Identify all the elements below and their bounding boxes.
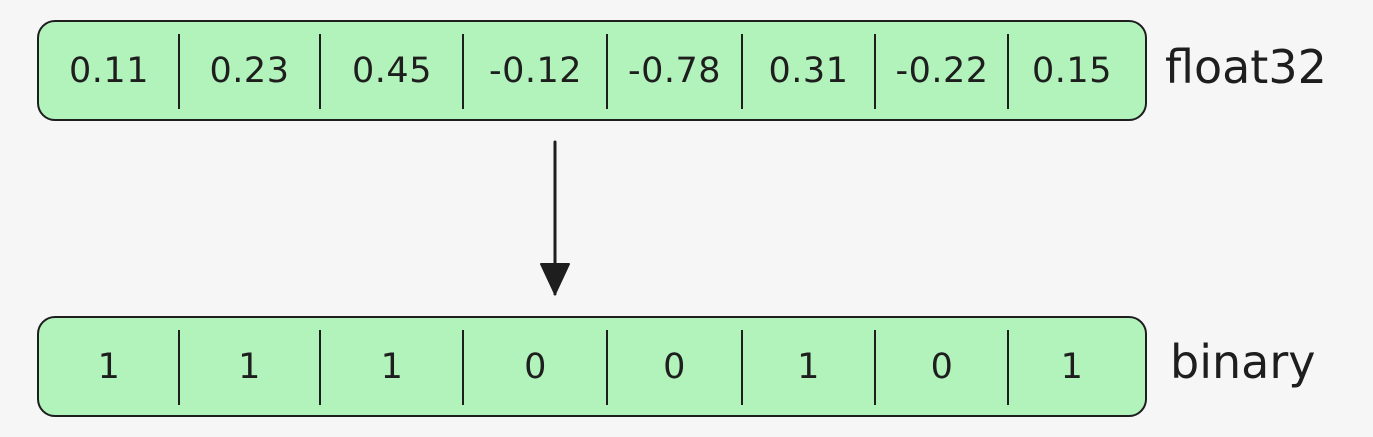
cell-divider (462, 330, 464, 405)
cell-divider (874, 330, 876, 405)
down-arrow-icon (540, 140, 570, 296)
float-cell-6: 0.31 (768, 50, 849, 91)
float32-vector: 0.11 0.23 0.45 -0.12 -0.78 0.31 -0.22 0.… (37, 20, 1147, 121)
binary-cell-5: 0 (663, 346, 686, 387)
binary-cell-7: 0 (930, 346, 954, 387)
float32-label: float32 (1165, 40, 1327, 94)
float-cell-1: 0.11 (69, 50, 149, 91)
float-cell-8: 0.15 (1032, 50, 1112, 91)
cell-divider (319, 330, 321, 405)
binary-label: binary (1170, 335, 1316, 389)
float-cell-5: -0.78 (627, 50, 722, 91)
binary-cell-4: 0 (524, 346, 547, 387)
cell-divider (606, 34, 608, 109)
cell-divider (874, 34, 876, 109)
cell-divider (741, 330, 743, 405)
cell-divider (178, 34, 180, 109)
float-cell-7: -0.22 (895, 50, 989, 91)
binary-cell-6: 1 (797, 346, 820, 387)
cell-divider (462, 34, 464, 109)
float-cell-2: 0.23 (209, 50, 290, 91)
binary-cell-3: 1 (380, 346, 404, 387)
binary-cell-1: 1 (97, 346, 121, 387)
cell-divider (319, 34, 321, 109)
cell-divider (606, 330, 608, 405)
float-cell-3: 0.45 (352, 50, 432, 91)
binary-cell-2: 1 (238, 346, 261, 387)
cell-divider (178, 330, 180, 405)
cell-divider (1007, 330, 1009, 405)
cell-divider (741, 34, 743, 109)
binary-vector: 1 1 1 0 0 1 0 1 (37, 316, 1147, 417)
binary-cell-8: 1 (1060, 346, 1084, 387)
float-cell-4: -0.12 (488, 50, 583, 91)
cell-divider (1007, 34, 1009, 109)
